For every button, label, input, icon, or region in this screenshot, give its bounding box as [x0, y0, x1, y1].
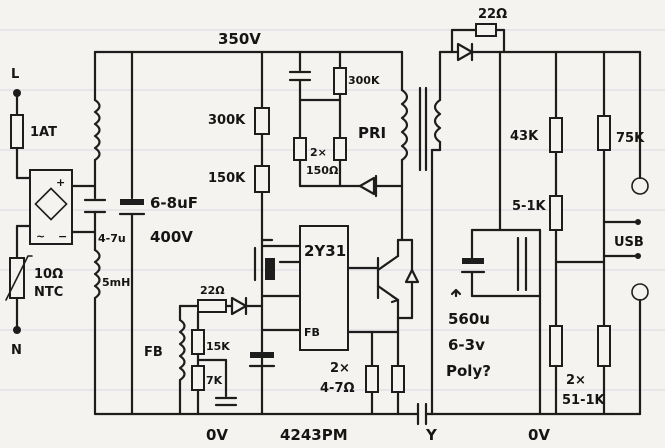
- label-r-sense-value: 4-7Ω: [320, 381, 355, 396]
- label-cap-big-voltage: 400V: [150, 228, 193, 246]
- fuse: [10, 114, 24, 149]
- label-ntc-name: NTC: [34, 285, 63, 300]
- label-r-snub: 300K: [348, 74, 380, 87]
- label-fb-res: 22Ω: [200, 284, 225, 297]
- controller-ic: [299, 225, 420, 416]
- bridge-rectifier: + ~ −: [29, 169, 97, 245]
- label-neutral: N: [11, 343, 22, 358]
- label-live: L: [11, 67, 19, 82]
- label-cap-560-value: 560u: [448, 310, 490, 328]
- label-cap-560-type: Poly?: [446, 362, 491, 380]
- svg-text:~: ~: [36, 230, 45, 243]
- label-ic-fb: FB: [304, 326, 320, 339]
- snubber: [288, 50, 404, 198]
- label-part-code: 4243PM: [280, 426, 348, 444]
- label-cap-big-value: 6-8uF: [150, 194, 198, 212]
- label-r-75k: 75K: [616, 131, 645, 146]
- label-r-7k: 7K: [206, 374, 223, 387]
- label-usb: USB: [614, 235, 644, 250]
- y-capacitor: [416, 402, 434, 426]
- svg-text:+: +: [56, 176, 65, 189]
- label-ntc-value: 10Ω: [34, 267, 63, 282]
- label-r-out-value: 51-1K: [562, 393, 606, 408]
- startup-resistors: [253, 50, 302, 416]
- label-r-mid: 150K: [208, 171, 246, 186]
- label-r-51k: 5-1K: [512, 199, 546, 214]
- label-ground-right: 0V: [528, 426, 550, 444]
- label-ground-left: 0V: [206, 426, 228, 444]
- label-r-pair-value: 150Ω: [306, 164, 339, 177]
- label-choke: 5mH: [102, 276, 130, 289]
- label-r-out-count: 2×: [566, 373, 586, 388]
- label-y-cap: Y: [425, 426, 438, 444]
- label-r-15k: 15K: [206, 340, 230, 353]
- label-ic: 2Y31: [304, 242, 346, 260]
- feedback-network: [178, 294, 302, 416]
- output-terminal-top: [631, 177, 649, 195]
- label-r-sense-count: 2×: [330, 361, 350, 376]
- label-fuse: 1AT: [30, 125, 57, 140]
- label-primary: PRI: [358, 124, 386, 142]
- mains-input: [5, 89, 33, 334]
- primary-rail: [83, 50, 420, 416]
- component-labels: L N 1AT 10Ω NTC 5mH 4-7u 6-8uF 400V 350V…: [11, 7, 645, 444]
- label-r-pair-count: 2×: [310, 146, 327, 159]
- output-terminal-bottom: [631, 283, 649, 301]
- usb-data-terminal-2: [635, 253, 641, 259]
- secondary-rail: [430, 50, 649, 416]
- label-sec-res: 22Ω: [478, 7, 507, 22]
- neutral-terminal: [13, 326, 21, 334]
- label-rail: 350V: [218, 30, 261, 48]
- label-r-top: 300K: [208, 113, 246, 128]
- transformer: [400, 50, 442, 416]
- label-cap-small: 4-7u: [98, 232, 126, 245]
- svg-text:−: −: [58, 230, 67, 243]
- label-fb: FB: [144, 345, 163, 360]
- label-r-43k: 43K: [510, 129, 539, 144]
- usb-data-terminal: [635, 219, 641, 225]
- secondary-rectifier: [438, 23, 506, 62]
- label-cap-560-voltage: 6-3v: [448, 336, 485, 354]
